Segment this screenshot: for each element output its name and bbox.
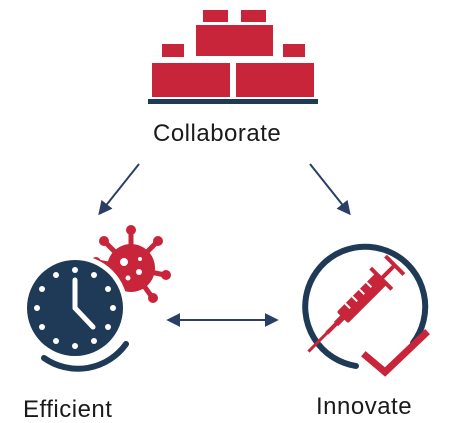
syringe-icon: [307, 254, 406, 353]
check-icon: [361, 329, 430, 377]
brick-wall-icon: [148, 10, 318, 104]
clock-icon: [22, 255, 129, 372]
node-label-efficient: Efficient: [23, 396, 113, 423]
arrow-collaborate-to-efficient: [98, 163, 140, 216]
arrow-collaborate-to-innovate: [309, 163, 351, 216]
node-label-collaborate: Collaborate: [153, 120, 282, 147]
node-label-innovate: Innovate: [316, 393, 413, 420]
